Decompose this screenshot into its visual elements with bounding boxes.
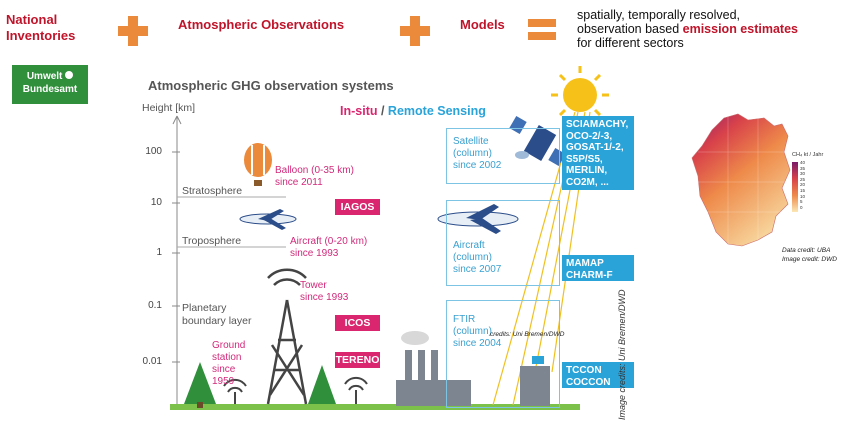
tick-label: 1 <box>156 247 162 258</box>
stratosphere-label: Stratosphere <box>182 185 243 197</box>
icos-tag: ICOS <box>335 315 380 331</box>
map-data-credit: Data credit: UBA <box>782 247 831 254</box>
credit-small: credits: Uni Bremen/DWD <box>490 331 565 338</box>
mamap-box: MAMAP CHARM-F <box>562 255 634 281</box>
axis-label: Height [km] <box>142 102 196 114</box>
factory-icon <box>396 331 471 406</box>
germany-shape <box>691 113 791 247</box>
tereno-tag: TERENO <box>335 352 380 368</box>
plus-icon <box>400 16 430 46</box>
boundary-layer-label: Planetary boundary layer <box>182 302 252 327</box>
antenna-icon <box>223 379 247 404</box>
aircraft-icon <box>437 204 519 234</box>
atmospheric-observations-label: Atmospheric Observations <box>178 17 345 32</box>
map-image-credit: Image credit: DWD <box>782 256 837 263</box>
satellite-icon <box>509 115 566 167</box>
tick-label: 100 <box>145 146 162 157</box>
building-icon <box>520 356 550 406</box>
tccon-box: TCCON COCCON <box>562 362 634 388</box>
aircraft-label: Aircraft (0-20 km) since 1993 <box>290 236 368 259</box>
tree-icon <box>308 365 336 404</box>
troposphere-label: Troposphere <box>182 235 242 247</box>
tree-icon <box>184 362 216 408</box>
image-credits-vertical: Image credits: Uni Bremen/DWD <box>617 289 627 420</box>
plus-icon <box>118 16 148 46</box>
map-legend-title: CH₄ kt / Jahr <box>792 152 824 158</box>
tick-label: 10 <box>150 197 162 208</box>
national-inventories-label: National Inventories <box>6 12 76 43</box>
satellite-frame <box>446 128 560 184</box>
balloon-label: Balloon (0-35 km) since 2011 <box>275 165 354 188</box>
satellite-missions-box: SCIAMACHY, OCO-2/-3, GOSAT-1/-2, S5P/S5,… <box>562 116 634 190</box>
umweltbundesamt-logo: Umwelt Bundesamt <box>12 62 88 104</box>
antenna-icon <box>344 377 368 404</box>
map-legend-bar <box>792 162 798 212</box>
ftir-label: FTIR (column) since 2004 <box>453 314 502 349</box>
insitu-remote-heading: In-situ / Remote Sensing <box>340 104 486 118</box>
ground-grass <box>170 404 580 410</box>
germany-emission-map <box>691 113 791 247</box>
satellite-label: Satellite (column) since 2002 <box>453 136 502 171</box>
models-label: Models <box>460 17 505 32</box>
aircraft-column-frame <box>446 200 560 286</box>
ground-station-label: Ground station since 1959 <box>212 340 246 387</box>
aircraft-icon <box>239 209 297 230</box>
ftir-frame <box>446 300 560 408</box>
tower-label: Tower since 1993 <box>300 280 349 303</box>
tick-label: 0.01 <box>142 356 162 367</box>
iagos-tag: IAGOS <box>335 199 380 215</box>
equals-icon <box>528 17 556 43</box>
diagram-title: Atmospheric GHG observation systems <box>148 78 394 93</box>
tower-icon <box>266 268 308 405</box>
aircraft-column-label: Aircraft (column) since 2007 <box>453 240 502 275</box>
balloon-icon <box>244 143 272 186</box>
result-description: spatially, temporally resolved, observat… <box>577 8 798 50</box>
tick-label: 0.1 <box>148 300 162 311</box>
